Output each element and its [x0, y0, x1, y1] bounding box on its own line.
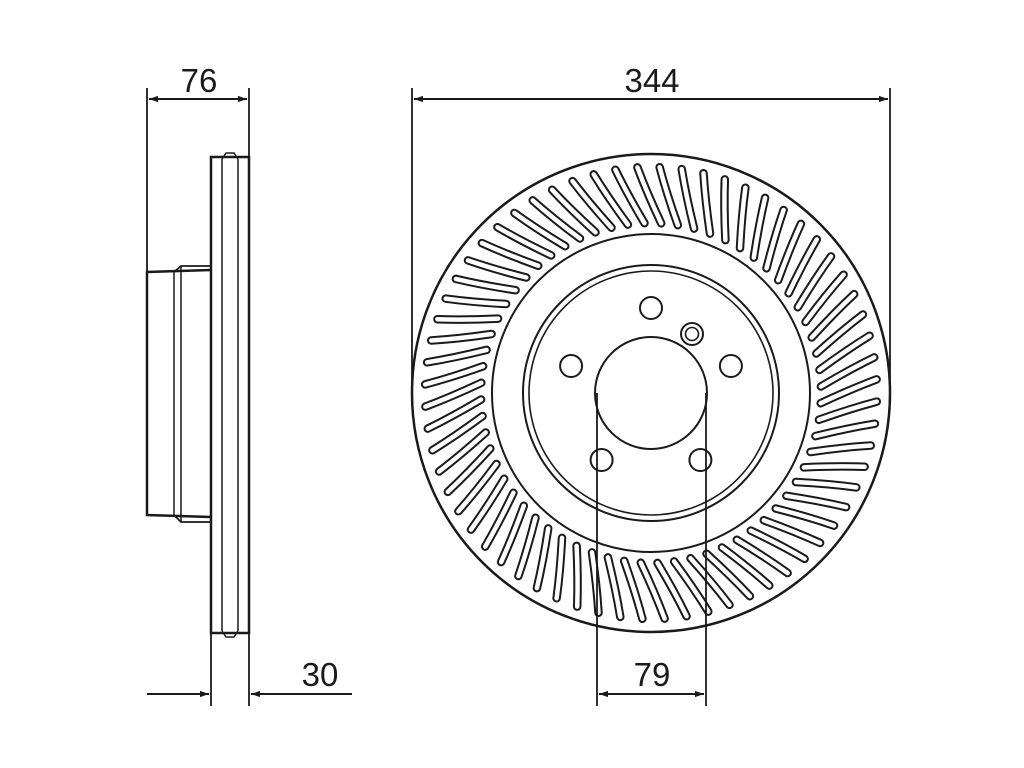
vent-slot-interior	[817, 333, 872, 373]
hat-step-edge	[528, 270, 774, 516]
vent-slot-interior	[775, 221, 804, 283]
vent-slot-interior	[655, 560, 689, 619]
vent-slot-interior	[613, 167, 647, 226]
vent-slot-interior	[512, 210, 568, 249]
vent-channel-top	[221, 152, 239, 160]
vent-slot-interior	[748, 528, 807, 562]
vent-slot-interior	[570, 178, 614, 230]
rotor-outer-edge	[410, 152, 892, 634]
vent-slot-interior	[793, 479, 859, 490]
bolt-hole	[589, 448, 614, 472]
vent-slot-interior	[530, 198, 583, 241]
vent-slot-interior	[773, 506, 837, 528]
vent-slot-interior	[589, 550, 601, 616]
vent-slot-interior	[751, 195, 768, 260]
vent-slot-interior	[424, 347, 489, 365]
vent-slot-interior	[818, 355, 877, 389]
rotor-ring-outline	[209, 155, 251, 635]
vent-slot-interior	[443, 296, 509, 307]
hub-outline	[145, 268, 212, 519]
vent-slot-interior	[679, 166, 697, 231]
vent-slot-interior	[498, 503, 527, 565]
vent-slot-interior	[430, 413, 485, 453]
bolt-hole	[559, 354, 584, 378]
front-view: 344 79	[410, 62, 892, 706]
vent-slot-interior	[422, 363, 486, 387]
vent-slot-interior	[734, 537, 790, 576]
locating-pin-hole-outer	[680, 322, 704, 346]
dim-label-height: 76	[181, 62, 218, 99]
vent-channel-bottom	[221, 630, 239, 638]
bolt-hole	[639, 296, 663, 320]
bolt-hole	[718, 354, 743, 378]
hat-outer-edge	[522, 264, 780, 522]
vent-slot-interior	[809, 291, 857, 340]
vent-slot-interior	[591, 172, 631, 227]
vent-slot-interior	[803, 272, 846, 325]
vent-slots	[420, 162, 882, 624]
vent-slot-interior	[722, 177, 728, 243]
vent-slot-interior	[795, 254, 834, 310]
vent-slot-interior	[688, 556, 732, 608]
vent-slot-interior	[445, 446, 493, 495]
vent-slot-interior	[554, 535, 565, 601]
vent-slot-interior	[482, 490, 516, 549]
vent-slot-interior	[516, 515, 538, 579]
bolt-holes	[559, 296, 743, 472]
vent-slot-interior	[704, 551, 753, 599]
vent-slot-interior	[701, 170, 713, 236]
vent-slot-interior	[456, 461, 499, 514]
vent-slot-interior	[638, 560, 667, 621]
side-view: 76 30	[145, 62, 352, 706]
friction-ring-inner-edge	[491, 233, 811, 553]
vent-slot-interior	[786, 237, 820, 296]
vent-slot-interior	[816, 399, 880, 423]
vent-slot-interior	[425, 397, 484, 431]
vent-slot-interior	[621, 558, 645, 622]
vent-slot-interior	[605, 555, 623, 620]
vent-slot-interior	[635, 165, 664, 226]
vent-slot-interior	[814, 312, 866, 356]
vent-slot-interior	[468, 476, 507, 532]
bolt-hole	[688, 448, 713, 472]
vent-slot-interior	[818, 377, 879, 406]
dim-label-diameter: 344	[624, 62, 679, 99]
vent-slot-interior	[465, 258, 529, 280]
vent-slot-interior	[479, 240, 541, 269]
vent-slot-interior	[436, 430, 488, 474]
vent-slot-interior	[719, 545, 772, 588]
vent-slot-interior	[453, 276, 518, 293]
vent-slot-interior	[574, 543, 580, 609]
vent-slot-interior	[549, 187, 598, 235]
vent-slot-interior	[801, 464, 867, 470]
vent-slot-interior	[423, 380, 484, 409]
vent-slot-interior	[808, 443, 874, 455]
vent-slot-interior	[435, 316, 501, 322]
vent-slot-interior	[764, 207, 786, 271]
vent-slot-interior	[495, 224, 554, 258]
vent-slot-interior	[761, 517, 823, 546]
vent-slot-interior	[428, 331, 494, 343]
dim-label-thickness: 30	[302, 656, 339, 693]
vent-slot-interior	[657, 164, 681, 228]
vent-slot-interior	[784, 493, 849, 510]
dim-label-center-bore: 79	[634, 656, 671, 693]
vent-slot-interior	[737, 185, 748, 251]
locating-pin-hole-inner	[684, 326, 700, 342]
vent-slot-interior	[813, 421, 878, 439]
vent-slot-interior	[534, 526, 551, 591]
center-bore	[594, 336, 708, 450]
